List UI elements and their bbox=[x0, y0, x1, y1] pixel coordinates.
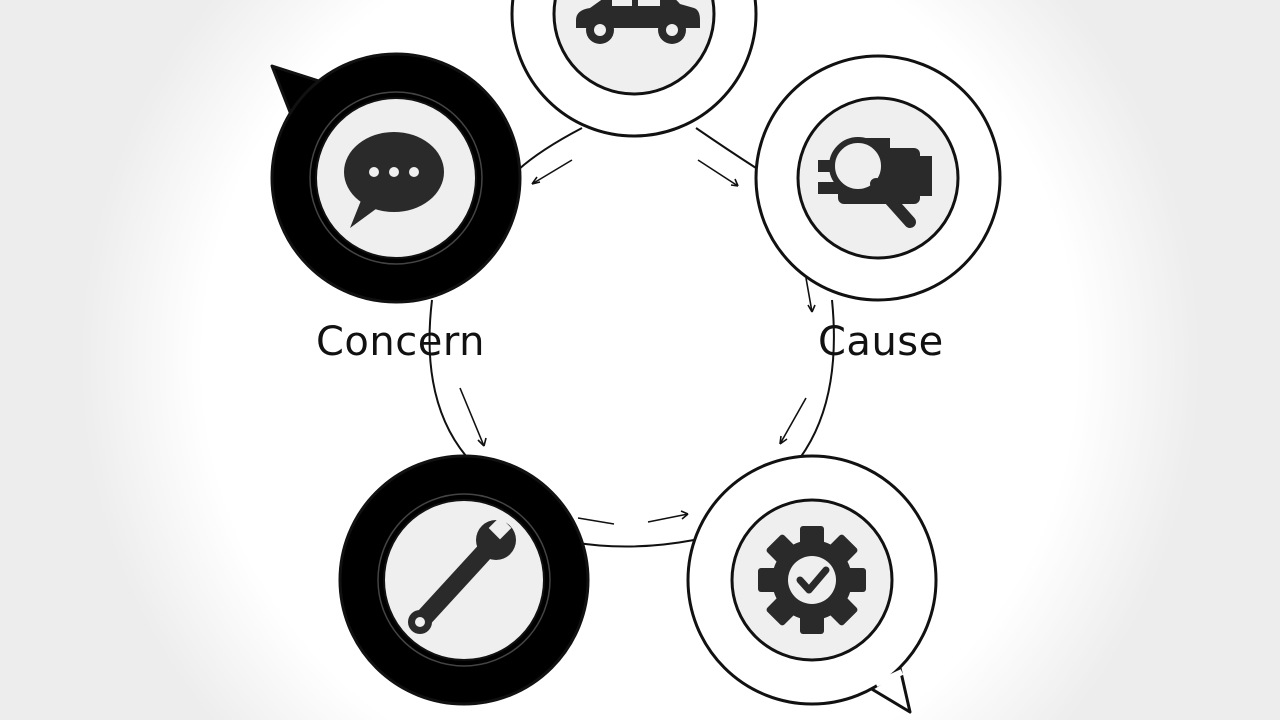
node-vehicle bbox=[510, 0, 758, 138]
arrow-vehicle-to-concern bbox=[531, 159, 573, 185]
arrow-correction-to-verification bbox=[577, 510, 689, 525]
connector-vehicle-to-concern bbox=[517, 127, 583, 171]
node-cause bbox=[754, 54, 1002, 302]
label-cause: Cause bbox=[818, 319, 944, 365]
node-correction bbox=[338, 454, 590, 706]
flow-arrows bbox=[459, 159, 816, 525]
engine-magnifier-icon bbox=[818, 137, 932, 228]
speech-bubble-icon bbox=[344, 132, 444, 228]
node-verification bbox=[686, 454, 938, 714]
node-concern bbox=[270, 52, 522, 304]
cycle-connectors bbox=[428, 127, 835, 548]
connector-correction-to-verification bbox=[571, 539, 695, 548]
gear-check-icon bbox=[758, 526, 866, 634]
connector-concern-to-correction bbox=[428, 299, 467, 457]
connector-vehicle-to-cause bbox=[695, 127, 757, 169]
arrow-cause-down bbox=[805, 277, 816, 313]
car-icon bbox=[576, 0, 700, 44]
label-concern: Concern bbox=[316, 319, 485, 365]
arrow-vehicle-to-cause bbox=[697, 159, 739, 187]
arrow-cause-to-verification bbox=[779, 397, 807, 445]
wrench-icon bbox=[408, 516, 516, 634]
connector-cause-to-verification bbox=[799, 299, 835, 459]
arrow-concern-down bbox=[459, 387, 487, 447]
